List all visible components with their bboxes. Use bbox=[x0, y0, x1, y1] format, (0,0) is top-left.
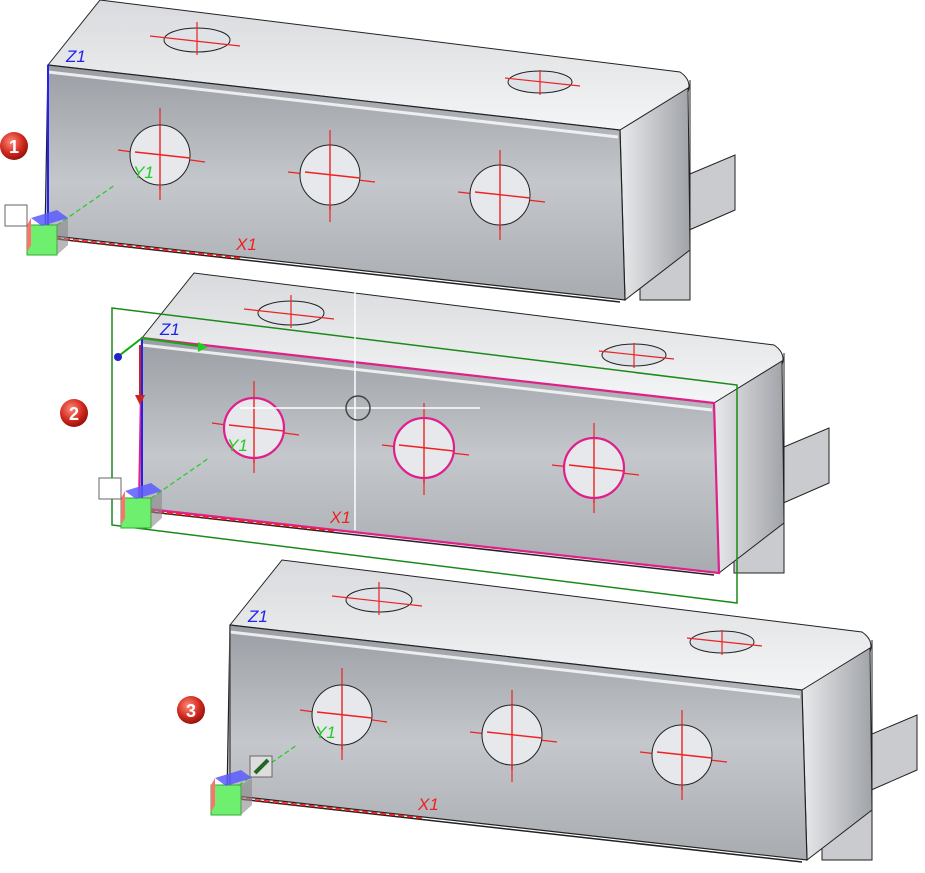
coordinate-system-icon[interactable] bbox=[210, 769, 253, 816]
y-axis-label: Y1 bbox=[227, 436, 248, 455]
x-axis-line bbox=[148, 510, 335, 532]
step-badge-2: 2 bbox=[60, 399, 88, 427]
svg-text:3: 3 bbox=[186, 701, 196, 721]
y-axis-line bbox=[49, 184, 116, 231]
x-axis-label: X1 bbox=[417, 795, 439, 814]
crosshair-cursor bbox=[240, 290, 480, 530]
sheet-metal-part bbox=[137, 271, 831, 577]
x-axis-label: X1 bbox=[235, 235, 257, 254]
step-badge-1: 1 bbox=[0, 132, 28, 160]
move-handle-x[interactable] bbox=[119, 336, 206, 356]
move-handle-origin[interactable] bbox=[114, 353, 122, 361]
view-toggle-icon[interactable] bbox=[98, 477, 122, 500]
coordinate-system-icon[interactable] bbox=[120, 482, 163, 529]
z-axis-label: Z1 bbox=[65, 47, 86, 66]
sheet-metal-part bbox=[225, 558, 919, 864]
selected-face-outline bbox=[137, 336, 721, 575]
x-axis-line bbox=[54, 237, 241, 259]
z-axis-label: Z1 bbox=[247, 607, 268, 626]
y-axis-line bbox=[231, 744, 298, 791]
z-axis-label: Z1 bbox=[159, 320, 180, 339]
y-axis-line bbox=[143, 457, 210, 504]
x-axis-label: X1 bbox=[329, 508, 351, 527]
selection-bounding-box bbox=[111, 307, 738, 604]
part-step-3: Z1 Y1 X1 3 bbox=[177, 558, 919, 864]
part-step-1: Z1 Y1 X1 1 bbox=[0, 0, 737, 304]
x-axis-line bbox=[236, 797, 423, 819]
y-axis-label: Y1 bbox=[133, 163, 154, 182]
step-badge-3: 3 bbox=[177, 696, 205, 724]
view-toggle-icon[interactable] bbox=[4, 204, 28, 227]
part-step-2: Z1 Y1 X1 2 bbox=[60, 271, 831, 604]
y-axis-label: Y1 bbox=[315, 723, 336, 742]
edit-pencil-icon[interactable] bbox=[249, 755, 273, 778]
svg-text:2: 2 bbox=[69, 404, 79, 424]
sheet-metal-part bbox=[43, 0, 737, 304]
coordinate-system-icon[interactable] bbox=[26, 209, 69, 256]
svg-text:1: 1 bbox=[9, 137, 19, 157]
